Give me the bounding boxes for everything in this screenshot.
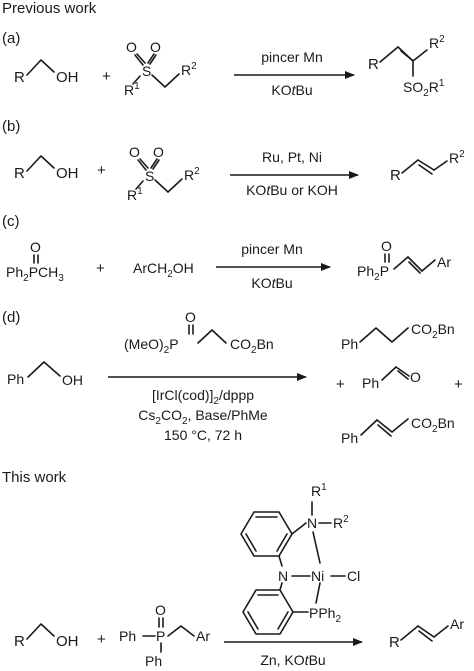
svg-text:KOtBu: KOtBu xyxy=(271,82,312,98)
svg-text:R: R xyxy=(14,633,25,650)
panel-label-d: (d) xyxy=(2,309,20,326)
svg-text:OH: OH xyxy=(56,165,79,182)
svg-text:pincer Mn: pincer Mn xyxy=(261,49,322,65)
svg-text:Ph2PCH3: Ph2PCH3 xyxy=(6,264,64,284)
svg-text:OH: OH xyxy=(56,633,79,650)
svg-text:R2: R2 xyxy=(184,166,200,183)
reaction-arrow-c: pincer Mn KOtBu xyxy=(216,241,331,291)
reaction-arrow-a: pincer Mn KOtBu xyxy=(234,49,355,98)
svg-text:CO2Bn: CO2Bn xyxy=(411,415,455,435)
svg-text:O: O xyxy=(129,144,140,160)
svg-text:Ar: Ar xyxy=(450,616,464,632)
reactant-alcohol-b: R OH xyxy=(14,155,79,182)
svg-text:Ru, Pt, Ni: Ru, Pt, Ni xyxy=(262,149,322,165)
svg-text:Zn, KOtBu: Zn, KOtBu xyxy=(260,652,325,668)
svg-text:KOtBu: KOtBu xyxy=(251,275,292,291)
plus-sign: + xyxy=(97,631,106,648)
reactant-benzyl-alcohol-d: Ph OH xyxy=(7,361,83,388)
svg-text:CO2Bn: CO2Bn xyxy=(230,336,274,356)
product-hydrocinnamate-d: Ph CO2Bn xyxy=(341,321,455,352)
svg-text:R: R xyxy=(389,634,400,651)
svg-text:O: O xyxy=(155,602,166,618)
svg-text:150 °C, 72 h: 150 °C, 72 h xyxy=(164,427,242,443)
svg-text:Cl: Cl xyxy=(347,568,360,584)
svg-text:OH: OH xyxy=(62,372,83,388)
panel-label-a: (a) xyxy=(2,30,20,47)
product-alkene-b: R R2 xyxy=(390,149,465,184)
svg-text:R2: R2 xyxy=(449,149,465,166)
reaction-arrow-d: [IrCl(cod)]2/dppp Cs2CO2, Base/PhMe 150 … xyxy=(108,373,307,443)
svg-text:PPh2: PPh2 xyxy=(309,605,341,625)
svg-text:R: R xyxy=(14,69,25,86)
product-vinyl-phosphine-oxide: O Ph2P Ar xyxy=(357,238,451,283)
section-title-previous: Previous work xyxy=(2,0,97,17)
svg-text:KOtBu or KOH: KOtBu or KOH xyxy=(246,182,338,198)
svg-text:N: N xyxy=(307,515,317,531)
svg-text:P: P xyxy=(156,628,165,644)
svg-text:R1: R1 xyxy=(311,482,327,499)
reactant-alcohol-a: R OH xyxy=(14,59,79,86)
svg-text:Ph: Ph xyxy=(341,336,358,352)
product-vinyl-sulfone: R R2 SO2R1 xyxy=(368,34,445,99)
svg-text:O: O xyxy=(185,309,196,325)
svg-text:R1: R1 xyxy=(124,81,140,98)
product-cinnamate-d: Ph CO2Bn xyxy=(341,415,455,446)
svg-text:CO2Bn: CO2Bn xyxy=(411,321,455,341)
svg-text:[IrCl(cod)]2/dppp: [IrCl(cod)]2/dppp xyxy=(152,387,254,407)
svg-text:Ph2P: Ph2P xyxy=(357,263,389,283)
svg-text:N: N xyxy=(278,568,288,584)
catalyst-ni-complex: N R1 R2 N Ni Cl PPh2 xyxy=(240,482,360,635)
plus-sign: + xyxy=(102,68,111,85)
svg-text:Ph: Ph xyxy=(145,653,162,669)
reactant-phosphine-oxide-c: O Ph2PCH3 xyxy=(6,239,64,284)
reactant-benzyl-phosphine-oxide: O P Ph Ph Ar xyxy=(119,602,210,669)
reaction-arrow-b: Ru, Pt, Ni KOtBu or KOH xyxy=(230,149,359,198)
plus-sign: + xyxy=(454,376,463,393)
svg-text:Ni: Ni xyxy=(311,568,324,584)
svg-text:O: O xyxy=(410,369,421,385)
svg-text:Ph: Ph xyxy=(119,628,136,644)
svg-text:R: R xyxy=(14,165,25,182)
svg-text:Ph: Ph xyxy=(7,371,24,387)
panel-label-c: (c) xyxy=(2,213,20,230)
svg-text:R2: R2 xyxy=(333,514,349,531)
svg-text:SO2R1: SO2R1 xyxy=(403,78,445,99)
plus-sign: + xyxy=(96,260,105,277)
svg-text:Ar: Ar xyxy=(437,254,451,270)
svg-text:(MeO)2P: (MeO)2P xyxy=(124,336,179,356)
reactant-sulfone-b: O O S R1 R2 xyxy=(127,144,200,203)
product-benzaldehyde-d: Ph O xyxy=(362,366,421,391)
svg-text:O: O xyxy=(126,39,137,55)
panel-label-b: (b) xyxy=(2,118,20,135)
svg-text:S: S xyxy=(145,168,154,184)
plus-sign: + xyxy=(97,162,106,179)
reactant-aryl-alcohol-c: ArCH2OH xyxy=(133,260,194,280)
reactant-sulfone-a: O O S R1 R2 xyxy=(124,39,197,98)
svg-text:R1: R1 xyxy=(127,186,143,203)
plus-sign: + xyxy=(336,376,345,393)
svg-text:R: R xyxy=(368,56,379,73)
svg-text:O: O xyxy=(381,238,392,254)
svg-text:Cs2CO2, Base/PhMe: Cs2CO2, Base/PhMe xyxy=(138,407,268,427)
svg-text:R: R xyxy=(390,167,401,184)
reactant-alcohol-this-work: R OH xyxy=(14,623,79,650)
svg-text:R2: R2 xyxy=(181,61,197,78)
svg-text:Ph: Ph xyxy=(341,430,358,446)
svg-text:O: O xyxy=(30,239,41,255)
svg-text:O: O xyxy=(153,144,164,160)
svg-text:Ph: Ph xyxy=(362,375,379,391)
svg-text:OH: OH xyxy=(56,69,79,86)
svg-text:S: S xyxy=(142,63,151,79)
reagent-phosphonate-d: O (MeO)2P CO2Bn xyxy=(124,309,274,356)
svg-text:R2: R2 xyxy=(429,34,445,51)
reaction-arrow-this-work: Zn, KOtBu xyxy=(224,638,363,668)
product-alkene-this-work: R Ar xyxy=(389,616,464,651)
svg-text:Ar: Ar xyxy=(196,628,210,644)
section-title-this-work: This work xyxy=(2,469,67,486)
svg-text:pincer Mn: pincer Mn xyxy=(241,241,302,257)
svg-text:O: O xyxy=(150,39,161,55)
